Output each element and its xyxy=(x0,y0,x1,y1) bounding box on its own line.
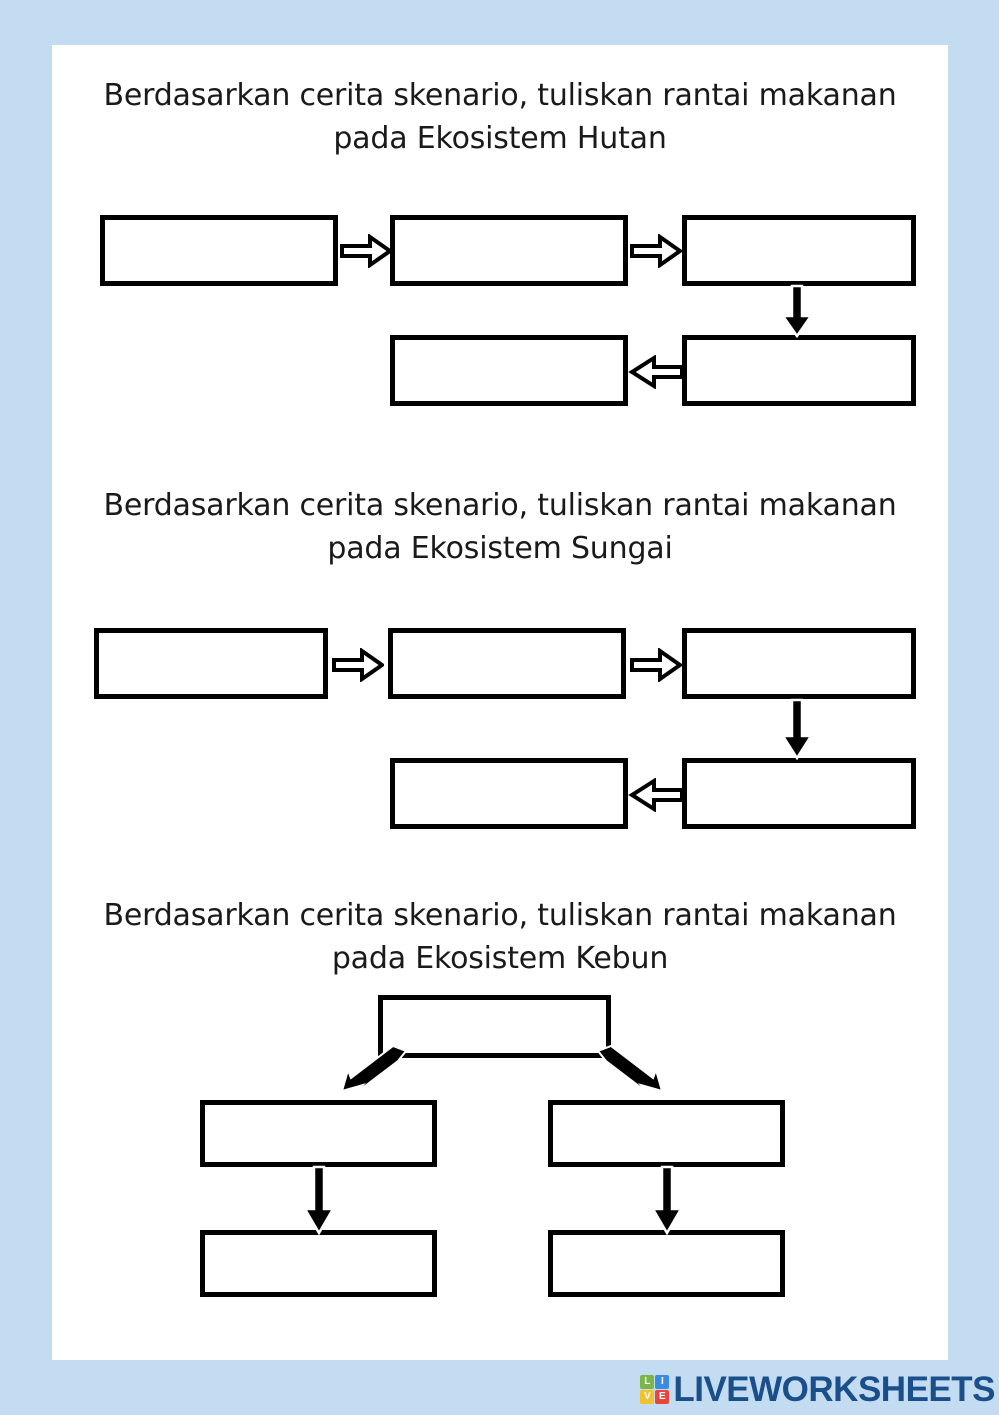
arrow-left-hutan-4-to-5 xyxy=(628,355,684,389)
answer-box-kebun-mid-right[interactable] xyxy=(548,1100,785,1167)
answer-box-sungai-3[interactable] xyxy=(682,628,916,699)
heading-line-2: pada Ekosistem Hutan xyxy=(333,120,667,156)
logo-tile-v: V xyxy=(640,1390,655,1404)
answer-box-sungai-2[interactable] xyxy=(388,628,626,699)
arrow-down-hutan-3-to-4 xyxy=(780,284,814,338)
section-heading-sungai: Berdasarkan cerita skenario, tuliskan ra… xyxy=(52,485,948,570)
answer-box-hutan-5[interactable] xyxy=(390,335,628,406)
answer-box-hutan-2[interactable] xyxy=(390,215,628,286)
heading-line-2: pada Ekosistem Kebun xyxy=(331,940,669,976)
section-heading-hutan: Berdasarkan cerita skenario, tuliskan ra… xyxy=(52,75,948,160)
answer-box-kebun-top[interactable] xyxy=(378,995,611,1058)
arrow-right-sungai-2-to-3 xyxy=(630,648,682,682)
worksheet-sheet: Berdasarkan cerita skenario, tuliskan ra… xyxy=(52,45,948,1360)
diagram-hutan xyxy=(52,200,948,415)
diagram-sungai xyxy=(52,610,948,830)
arrow-down-sungai-3-to-4 xyxy=(780,698,814,760)
heading-line-2: pada Ekosistem Sungai xyxy=(327,530,673,566)
arrow-left-sungai-4-to-5 xyxy=(628,778,684,812)
arrow-down-kebun-mid-right-to-bottom-right xyxy=(650,1165,684,1235)
diagram-kebun xyxy=(52,985,948,1355)
answer-box-hutan-4[interactable] xyxy=(682,335,916,406)
heading-line-1: Berdasarkan cerita skenario, tuliskan ra… xyxy=(103,488,897,523)
arrow-right-hutan-1-to-2 xyxy=(340,234,392,268)
answer-box-kebun-bottom-right[interactable] xyxy=(548,1230,785,1297)
liveworksheets-logo-icon: L I V E xyxy=(640,1375,670,1404)
logo-tile-l: L xyxy=(640,1375,655,1389)
arrow-right-sungai-1-to-2 xyxy=(332,648,384,682)
answer-box-sungai-4[interactable] xyxy=(682,758,916,829)
liveworksheets-logo[interactable]: L I V E LIVEWORKSHEETS xyxy=(640,1372,995,1407)
arrow-diagonal-kebun-top-to-mid-right xyxy=(592,1045,674,1107)
logo-tile-e: E xyxy=(655,1390,670,1404)
heading-line-1: Berdasarkan cerita skenario, tuliskan ra… xyxy=(103,898,897,933)
logo-wordmark: LIVEWORKSHEETS xyxy=(673,1370,995,1409)
arrow-diagonal-kebun-top-to-mid-left xyxy=(330,1045,412,1107)
answer-box-kebun-bottom-left[interactable] xyxy=(200,1230,437,1297)
arrow-right-hutan-2-to-3 xyxy=(630,234,682,268)
arrow-down-kebun-mid-left-to-bottom-left xyxy=(302,1165,336,1235)
logo-tile-i: I xyxy=(655,1375,670,1389)
section-heading-kebun: Berdasarkan cerita skenario, tuliskan ra… xyxy=(52,895,948,980)
answer-box-kebun-mid-left[interactable] xyxy=(200,1100,437,1167)
answer-box-sungai-1[interactable] xyxy=(94,628,328,699)
heading-line-1: Berdasarkan cerita skenario, tuliskan ra… xyxy=(103,78,897,113)
answer-box-hutan-3[interactable] xyxy=(682,215,916,286)
answer-box-hutan-1[interactable] xyxy=(100,215,338,286)
answer-box-sungai-5[interactable] xyxy=(390,758,628,829)
